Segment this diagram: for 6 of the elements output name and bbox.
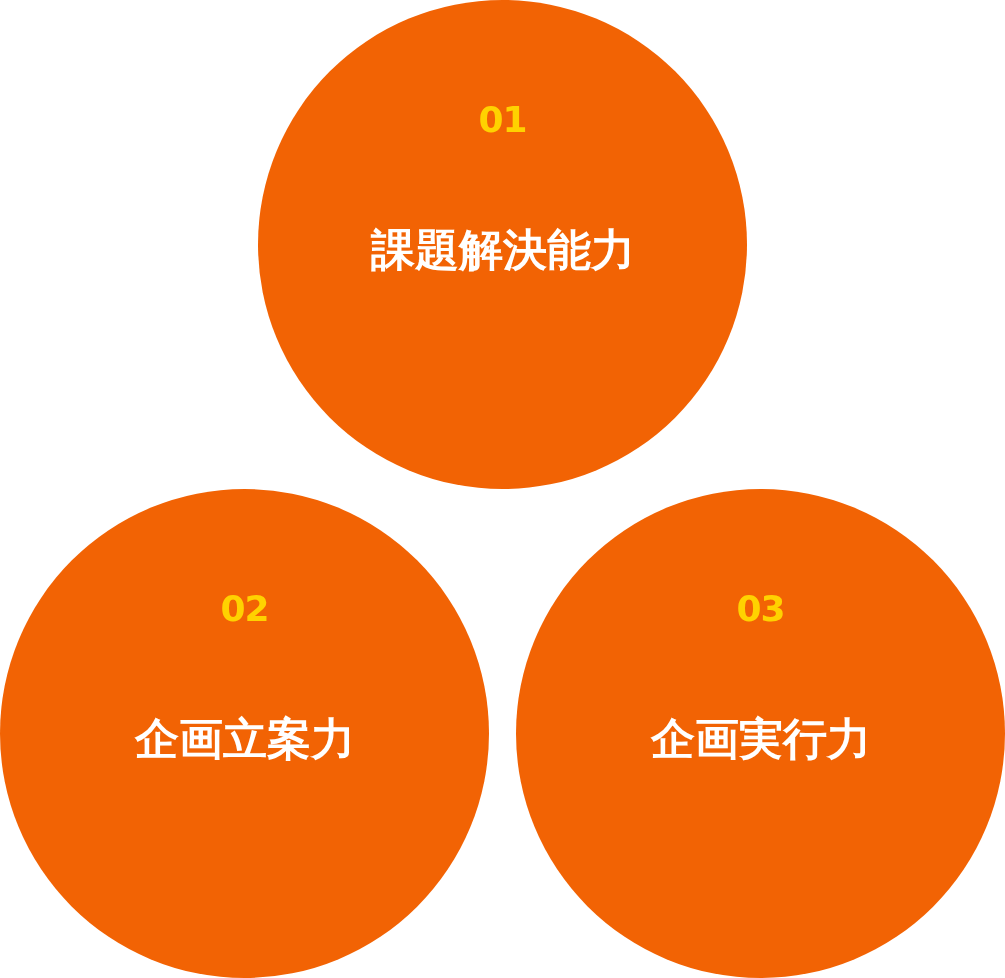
node-title: 課題解決能力 <box>370 224 635 276</box>
step-number: 02 <box>220 587 269 631</box>
step-number: 03 <box>736 587 785 631</box>
node-title: 企画立案力 <box>134 713 355 765</box>
step-number: 01 <box>478 98 527 142</box>
node-title: 企画実行力 <box>650 713 871 765</box>
